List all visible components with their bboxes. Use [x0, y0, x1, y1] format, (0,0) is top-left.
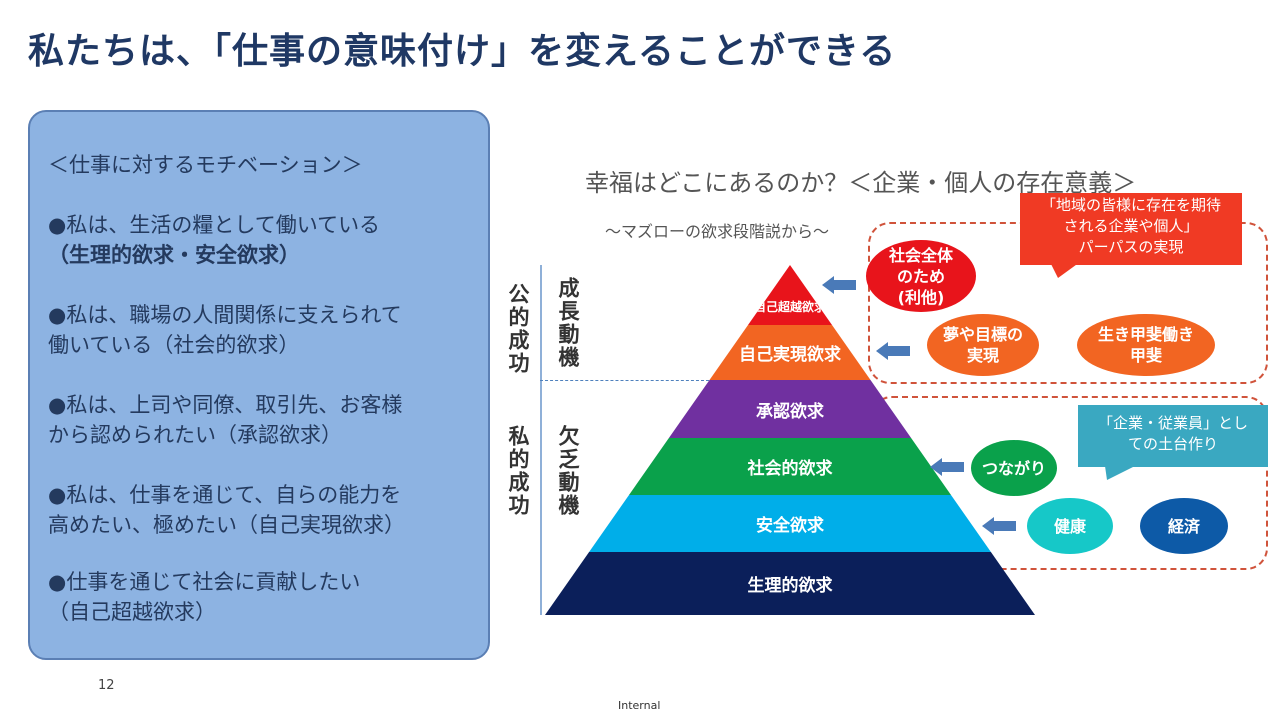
callout-line: される企業や個人」 — [1063, 217, 1199, 235]
ellipse-kenko: 健康 — [1027, 498, 1113, 554]
label-growth: 成長動機 — [556, 277, 580, 369]
callout-purpose: 「地域の皆様に存在を期待 される企業や個人」 パーパスの実現 — [1020, 193, 1242, 265]
ellipse-tsunagari: つながり — [971, 440, 1057, 496]
ellipse-dream: 夢や目標の実現 — [927, 314, 1039, 376]
callout-line: パーパスの実現 — [1078, 238, 1184, 256]
item-line: 働いている（社会的欲求） — [48, 333, 300, 357]
list-item: ●私は、職場の人間関係に支えられて働いている（社会的欲求） — [48, 300, 488, 360]
diagram-title: 幸福はどこにあるのか？＜企業・個人の存在意義＞ — [585, 169, 1137, 197]
item-line: （自己超越欲求） — [48, 600, 216, 624]
callout-line: ての土台作り — [1127, 435, 1218, 453]
callout-tail — [1050, 262, 1080, 278]
page-number: 12 — [98, 678, 115, 693]
item-line: ●私は、仕事を通じて、自らの能力を — [48, 483, 402, 507]
ellipse-ikigai: 生き甲斐働き甲斐 — [1077, 314, 1215, 376]
arrow-left-icon — [930, 458, 964, 476]
callout-tail — [1105, 466, 1135, 480]
item-line: ●私は、生活の糧として働いている — [48, 213, 381, 237]
diagram-subtitle: ～マズローの欲求段階説から～ — [605, 222, 830, 241]
label-deficiency: 欠乏動機 — [556, 425, 580, 517]
axis-line — [540, 265, 542, 615]
arrow-left-icon — [982, 517, 1016, 535]
item-line: 高めたい、極めたい（自己実現欲求） — [48, 513, 405, 537]
motivation-panel: ＜仕事に対するモチベーション＞ ●私は、生活の糧として働いている （生理的欲求・安… — [28, 110, 490, 660]
list-item: ●私は、生活の糧として働いている （生理的欲求・安全欲求） — [48, 210, 488, 270]
callout-line: 「地域の皆様に存在を期待 — [1040, 196, 1221, 214]
arrow-left-icon — [876, 342, 910, 360]
ellipse-society: 社会全体のため(利他) — [866, 240, 976, 312]
item-line: ●私は、職場の人間関係に支えられて — [48, 303, 402, 327]
level-physiological: 生理的欲求 — [545, 552, 1035, 615]
item-line: から認められたい（承認欲求） — [48, 423, 342, 447]
divider-line — [540, 380, 870, 381]
callout-foundation: 「企業・従業員」とし ての土台作り — [1078, 405, 1268, 467]
ellipse-keizai: 経済 — [1140, 498, 1228, 554]
callout-line: 「企業・従業員」とし — [1097, 414, 1248, 432]
list-item: ●仕事を通じて社会に貢献したい （自己超越欲求） — [48, 567, 488, 627]
item-line: ●私は、上司や同僚、取引先、お客様 — [48, 393, 403, 417]
ellipse-label: 夢や目標の実現 — [942, 325, 1023, 365]
ellipse-label: 生き甲斐働き甲斐 — [1097, 325, 1194, 365]
list-item: ●私は、上司や同僚、取引先、お客様から認められたい（承認欲求） — [48, 390, 488, 450]
arrow-left-icon — [822, 276, 856, 294]
label-public: 公的成功 — [506, 283, 530, 375]
item-line: （生理的欲求・安全欲求） — [48, 243, 300, 267]
list-item: ●私は、仕事を通じて、自らの能力を高めたい、極めたい（自己実現欲求） — [48, 480, 488, 540]
level-safety: 安全欲求 — [545, 495, 1035, 552]
panel-heading: ＜仕事に対するモチベーション＞ — [48, 153, 363, 177]
ellipse-label: 社会全体のため(利他) — [888, 245, 953, 307]
classification-label: Internal — [618, 699, 661, 712]
slide-title: 私たちは、「仕事の意味付け」を変えることができる — [28, 31, 897, 72]
item-line: ●仕事を通じて社会に貢献したい — [48, 570, 361, 594]
label-private: 私的成功 — [506, 425, 530, 517]
